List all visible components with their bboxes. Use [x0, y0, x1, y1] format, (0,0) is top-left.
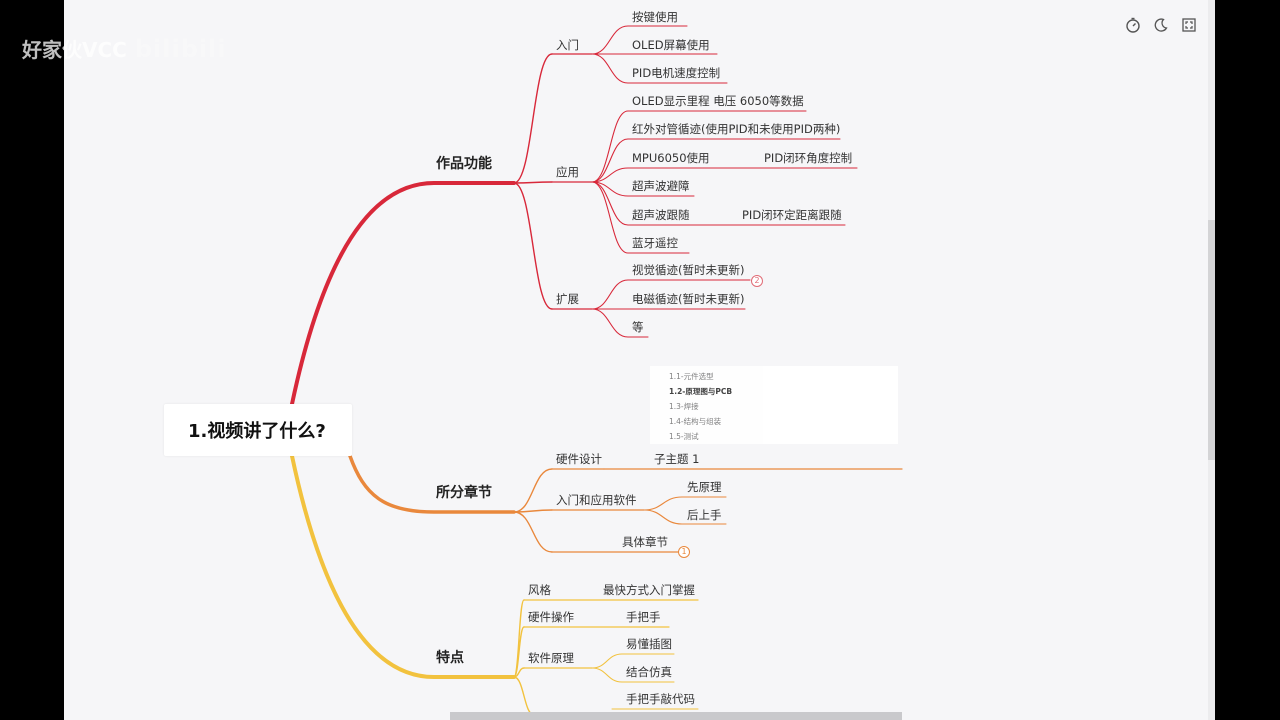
node-ext-item[interactable]: 视觉循迹(暂时未更新) — [632, 263, 745, 277]
node-swp-item[interactable]: 易懂插图 — [626, 637, 672, 651]
edge-intro-item — [591, 25, 629, 55]
chapter-note-panel: 1.1-元件选型 1.2-原理图与PCB 1.3-焊接 1.4-结构与组装 1.… — [650, 366, 898, 444]
edge-intro-item — [591, 53, 629, 84]
edge-swp-item — [591, 667, 623, 683]
node-pid-angle[interactable]: PID闭环角度控制 — [764, 151, 853, 165]
node-sw-principle[interactable]: 软件原理 — [528, 651, 574, 665]
node-swp-item[interactable]: 结合仿真 — [626, 665, 672, 679]
mindmap-canvas[interactable]: 1.视频讲了什么? 作品功能 所分章节 特点 入门 应用 扩展 按键使用 OLE… — [64, 0, 1215, 720]
mindmap-connectors — [290, 25, 903, 716]
node-app-item[interactable]: 蓝牙遥控 — [632, 236, 678, 250]
node-style-child[interactable]: 最快方式入门掌握 — [603, 583, 695, 597]
node-app-item[interactable]: 超声波避障 — [632, 179, 690, 193]
node-ext-item[interactable]: 电磁循迹(暂时未更新) — [632, 292, 745, 306]
node-subtopic[interactable]: 子主题 1 — [654, 452, 700, 466]
node-ext-item[interactable]: 等 — [632, 320, 644, 334]
edge-app-item — [591, 110, 629, 183]
collapsed-count-badge[interactable]: 2 — [751, 275, 763, 287]
edge-sw — [513, 509, 553, 513]
edge-ext-item — [591, 308, 629, 338]
node-intro-item[interactable]: 按键使用 — [632, 10, 678, 24]
edge-hw-design — [513, 468, 553, 513]
root-node[interactable]: 1.视频讲了什么? — [164, 404, 352, 456]
edge-swp-item — [591, 653, 623, 669]
node-traits[interactable]: 特点 — [436, 650, 464, 666]
toc-item: 1.5-测试 — [669, 432, 699, 441]
node-style[interactable]: 风格 — [528, 583, 551, 597]
edge-sw-item — [643, 496, 683, 511]
edge-ext — [513, 182, 553, 310]
edge-sw-item — [643, 509, 683, 525]
node-intro[interactable]: 入门 — [556, 38, 579, 52]
video-watermark: 好家伙VCC bilibili — [22, 34, 227, 63]
toc-item: 1.2-原理图与PCB — [669, 387, 733, 396]
node-intro-item[interactable]: OLED屏幕使用 — [632, 38, 710, 52]
watermark-text: 好家伙VCC — [22, 38, 127, 62]
node-app-item[interactable]: 超声波跟随 — [632, 208, 690, 222]
node-hw-op[interactable]: 硬件操作 — [528, 610, 574, 624]
node-app-item[interactable]: OLED显示里程 电压 6050等数据 — [632, 94, 804, 108]
root-edge-chapters — [348, 454, 516, 514]
edge-app-item — [591, 167, 629, 183]
node-ext[interactable]: 扩展 — [556, 292, 579, 306]
toc-item: 1.4-结构与组装 — [669, 417, 722, 426]
edge-apps — [513, 181, 553, 184]
node-intro-item[interactable]: PID电机速度控制 — [632, 66, 721, 80]
edge-ext-item — [591, 279, 629, 310]
node-app-item[interactable]: MPU6050使用 — [632, 151, 710, 165]
edge-code — [513, 676, 535, 716]
root-edge-traits — [290, 454, 516, 679]
bilibili-logo: bilibili — [134, 35, 227, 63]
edge-app-item — [591, 181, 629, 254]
node-features[interactable]: 作品功能 — [436, 156, 492, 172]
toc-item: 1.3-焊接 — [669, 402, 699, 411]
node-code[interactable]: 手把手敲代码 — [626, 692, 695, 706]
node-hw-op-child[interactable]: 手把手 — [626, 610, 661, 624]
node-apps[interactable]: 应用 — [556, 165, 579, 179]
root-label: 1.视频讲了什么? — [188, 421, 326, 442]
node-sw-item[interactable]: 后上手 — [687, 508, 722, 522]
node-app-item[interactable]: 红外对管循迹(使用PID和未使用PID两种) — [632, 122, 841, 136]
edge-intro — [513, 53, 553, 184]
collapsed-count-badge[interactable]: 1 — [678, 546, 690, 558]
moon-icon[interactable] — [1152, 16, 1170, 34]
edge-detail — [513, 511, 553, 553]
node-sw[interactable]: 入门和应用软件 — [556, 493, 637, 507]
view-toolbar — [1124, 16, 1198, 36]
horizontal-scrollbar[interactable] — [450, 712, 902, 720]
vertical-scrollbar-thumb[interactable] — [1208, 220, 1215, 460]
node-hw-design[interactable]: 硬件设计 — [556, 452, 602, 466]
node-chapters[interactable]: 所分章节 — [436, 485, 492, 501]
fullscreen-icon[interactable] — [1180, 16, 1198, 34]
edge-hw-op — [513, 626, 525, 678]
node-detail-chapters[interactable]: 具体章节 — [622, 535, 668, 549]
node-pid-distance[interactable]: PID闭环定距离跟随 — [742, 208, 842, 222]
edge-app-item — [591, 138, 629, 183]
edge-style — [513, 599, 525, 678]
timer-icon[interactable] — [1124, 16, 1142, 34]
root-edge-features — [290, 181, 516, 406]
toc-item: 1.1-元件选型 — [669, 372, 714, 381]
node-sw-item[interactable]: 先原理 — [687, 480, 722, 494]
